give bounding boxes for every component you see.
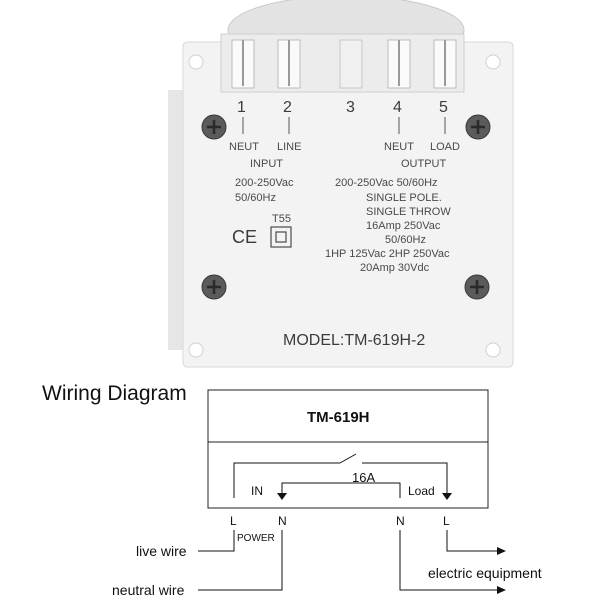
screw-icon bbox=[464, 274, 490, 300]
terminal-n-right: N bbox=[396, 514, 405, 528]
live-wire-label: live wire bbox=[136, 543, 187, 559]
screw-icon bbox=[465, 114, 491, 140]
mount-hole-bottom-left bbox=[188, 342, 204, 358]
screw-icon bbox=[201, 274, 227, 300]
output-rating: 16Amp 250Vac bbox=[366, 220, 441, 232]
neutral-wire-label: neutral wire bbox=[112, 582, 185, 598]
terminal-number-4: 4 bbox=[393, 99, 402, 116]
mount-hole-top-right bbox=[485, 54, 501, 70]
device-box-bottom bbox=[207, 441, 489, 509]
device-name: TM-619H bbox=[307, 409, 370, 426]
terminal-slot-3 bbox=[339, 39, 363, 89]
output-heading: OUTPUT bbox=[401, 158, 447, 170]
output-dc-line: 20Amp 30Vdc bbox=[360, 262, 430, 274]
current-rating: 16A bbox=[352, 470, 375, 485]
arrow-icon bbox=[277, 493, 287, 500]
power-label: POWER bbox=[237, 533, 275, 544]
terminal-number-1: 1 bbox=[237, 99, 246, 116]
arrow-icon bbox=[442, 493, 452, 500]
mount-hole-top-left bbox=[188, 54, 204, 70]
terminal-slots bbox=[231, 39, 457, 89]
internal-circuit bbox=[233, 453, 448, 498]
electric-equipment-label: electric equipment bbox=[428, 565, 542, 581]
input-voltage: 200-250Vac bbox=[235, 177, 294, 189]
wiring-diagram: Wiring Diagram TM-619H 16A IN Load L N P… bbox=[42, 382, 542, 598]
screw-icon bbox=[201, 114, 227, 140]
input-neut-label: NEUT bbox=[229, 141, 259, 153]
output-rating-freq: 50/60Hz bbox=[385, 234, 426, 246]
in-label: IN bbox=[251, 484, 263, 498]
wiring-title: Wiring Diagram bbox=[42, 382, 187, 405]
model-label: MODEL:TM-619H-2 bbox=[283, 332, 425, 349]
ce-mark: CE bbox=[232, 227, 257, 247]
input-frequency: 50/60Hz bbox=[235, 192, 276, 204]
arrow-icon bbox=[497, 547, 506, 555]
load-label: Load bbox=[408, 484, 435, 498]
mount-hole-bottom-right bbox=[485, 342, 501, 358]
output-throw: SINGLE THROW bbox=[366, 206, 451, 218]
external-wires bbox=[198, 530, 497, 591]
timer-device: 1 2 3 4 5 NEUT LINE INPUT 200-250Vac 50/… bbox=[168, 0, 514, 368]
terminal-number-5: 5 bbox=[439, 99, 448, 116]
terminal-n-left: N bbox=[278, 514, 287, 528]
output-load-label: LOAD bbox=[430, 141, 460, 153]
double-insulation-icon bbox=[270, 226, 292, 248]
input-line-label: LINE bbox=[277, 141, 301, 153]
device-box-top bbox=[207, 389, 489, 443]
output-neut-label: NEUT bbox=[384, 141, 414, 153]
terminal-number-3: 3 bbox=[346, 99, 355, 116]
output-voltage-freq: 200-250Vac 50/60Hz bbox=[335, 177, 438, 189]
t55-label: T55 bbox=[272, 213, 291, 225]
terminal-number-2: 2 bbox=[283, 99, 292, 116]
input-heading: INPUT bbox=[250, 158, 283, 170]
arrow-icon bbox=[497, 586, 506, 594]
terminal-l-left: L bbox=[230, 514, 237, 528]
output-hp-line: 1HP 125Vac 2HP 250Vac bbox=[325, 248, 450, 260]
output-pole: SINGLE POLE. bbox=[366, 192, 442, 204]
terminal-l-right: L bbox=[443, 514, 450, 528]
